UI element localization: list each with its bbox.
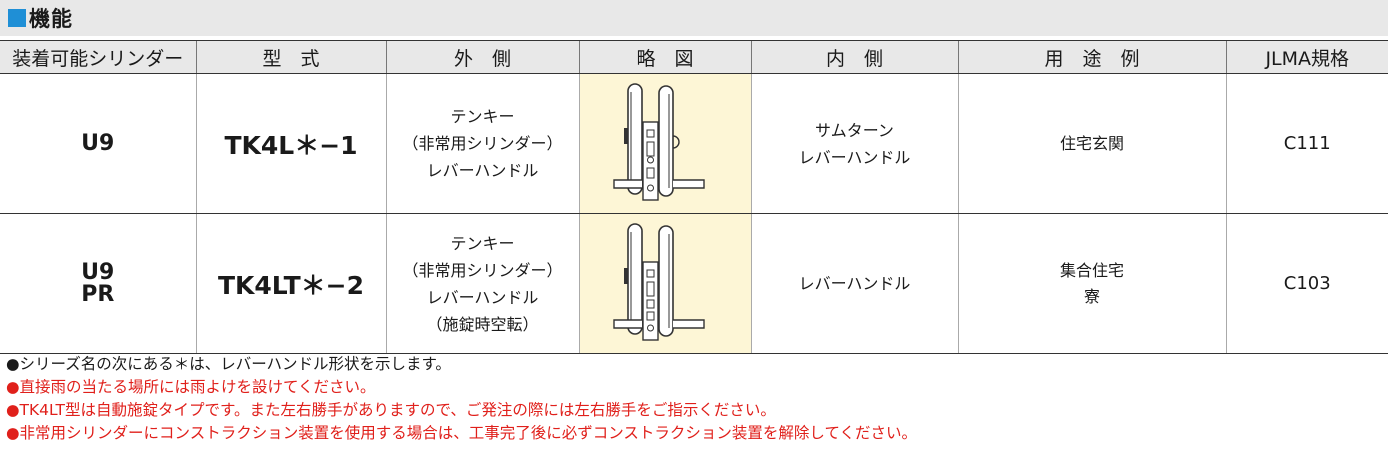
cylinder-code: PR xyxy=(81,281,115,307)
cell-inside: レバーハンドル xyxy=(750,213,958,354)
cell-diagram xyxy=(578,73,751,214)
cell-jlma: C111 xyxy=(1225,73,1388,214)
outside-text: （非常用シリンダー） xyxy=(402,134,563,153)
note-item: ●シリーズ名の次にある＊は、レバーハンドル形状を示します。 xyxy=(6,355,451,373)
cell-cylinder: U9 xyxy=(0,73,196,214)
cell-model: TK4LT＊−2 xyxy=(195,213,386,354)
use-text: 寮 xyxy=(1083,286,1100,306)
cell-cylinder: U9 PR xyxy=(0,213,196,354)
cell-use: 集合住宅 寮 xyxy=(957,213,1226,354)
header-jlma: JLMA規格 xyxy=(1225,40,1388,74)
model-code: TK4L＊−1 xyxy=(224,130,358,160)
use-text: 住宅玄関 xyxy=(1059,133,1124,153)
inside-text: レバーハンドル xyxy=(798,274,911,293)
jlma-code: C111 xyxy=(1283,133,1331,154)
outside-text: （非常用シリンダー） xyxy=(402,260,563,280)
table-header-row: 装着可能シリンダー 型 式 外 側 略 図 内 側 用 途 例 JLMA規格 xyxy=(0,40,1388,74)
outside-text: テンキー xyxy=(450,107,515,126)
section-marker-icon xyxy=(8,9,26,27)
cylinder-code: U9 xyxy=(81,259,115,285)
model-code: TK4LT＊−2 xyxy=(217,270,364,300)
header-use: 用 途 例 xyxy=(957,40,1226,74)
use-text: 集合住宅 xyxy=(1059,260,1124,280)
spec-table: 装着可能シリンダー 型 式 外 側 略 図 内 側 用 途 例 JLMA規格 U… xyxy=(0,40,1388,354)
note-item: ●直接雨の当たる場所には雨よけを設けてください。 xyxy=(6,378,376,396)
lock-diagram-icon xyxy=(613,82,705,201)
cylinder-code: U9 xyxy=(81,130,115,156)
cell-diagram xyxy=(578,213,751,354)
outside-text: レバーハンドル xyxy=(426,161,539,180)
jlma-code: C103 xyxy=(1283,273,1331,294)
header-diagram: 略 図 xyxy=(578,40,751,74)
lock-diagram-icon xyxy=(613,222,705,341)
outside-text: （施錠時空転） xyxy=(426,314,539,334)
header-inside: 内 側 xyxy=(750,40,958,74)
cell-outside: テンキー （非常用シリンダー） レバーハンドル （施錠時空転） xyxy=(385,213,579,354)
inside-text: サムターン xyxy=(815,120,894,140)
table-row: U9 PR TK4LT＊−2 テンキー （非常用シリンダー） レバーハンドル （… xyxy=(0,213,1388,354)
header-outside: 外 側 xyxy=(385,40,579,74)
section-title: 機能 xyxy=(29,7,73,31)
cell-inside: サムターン レバーハンドル xyxy=(750,73,958,214)
header-model: 型 式 xyxy=(195,40,386,74)
note-item: ●TK4LT型は自動施錠タイプです。また左右勝手がありますので、ご発注の際には左… xyxy=(6,401,776,419)
cell-jlma: C103 xyxy=(1225,213,1388,354)
notes-list: ●シリーズ名の次にある＊は、レバーハンドル形状を示します。 ●直接雨の当たる場所… xyxy=(6,353,917,445)
cell-model: TK4L＊−1 xyxy=(195,73,386,214)
note-item: ●非常用シリンダーにコンストラクション装置を使用する場合は、工事完了後に必ずコン… xyxy=(6,424,917,442)
cell-outside: テンキー （非常用シリンダー） レバーハンドル xyxy=(385,73,579,214)
cell-use: 住宅玄関 xyxy=(957,73,1226,214)
inside-text: レバーハンドル xyxy=(798,147,911,167)
section-header: 機能 xyxy=(0,0,1388,36)
header-cylinder: 装着可能シリンダー xyxy=(0,40,196,74)
outside-text: テンキー xyxy=(450,233,515,253)
table-row: U9 TK4L＊−1 テンキー （非常用シリンダー） レバーハンドル xyxy=(0,73,1388,214)
outside-text: レバーハンドル xyxy=(426,287,539,307)
